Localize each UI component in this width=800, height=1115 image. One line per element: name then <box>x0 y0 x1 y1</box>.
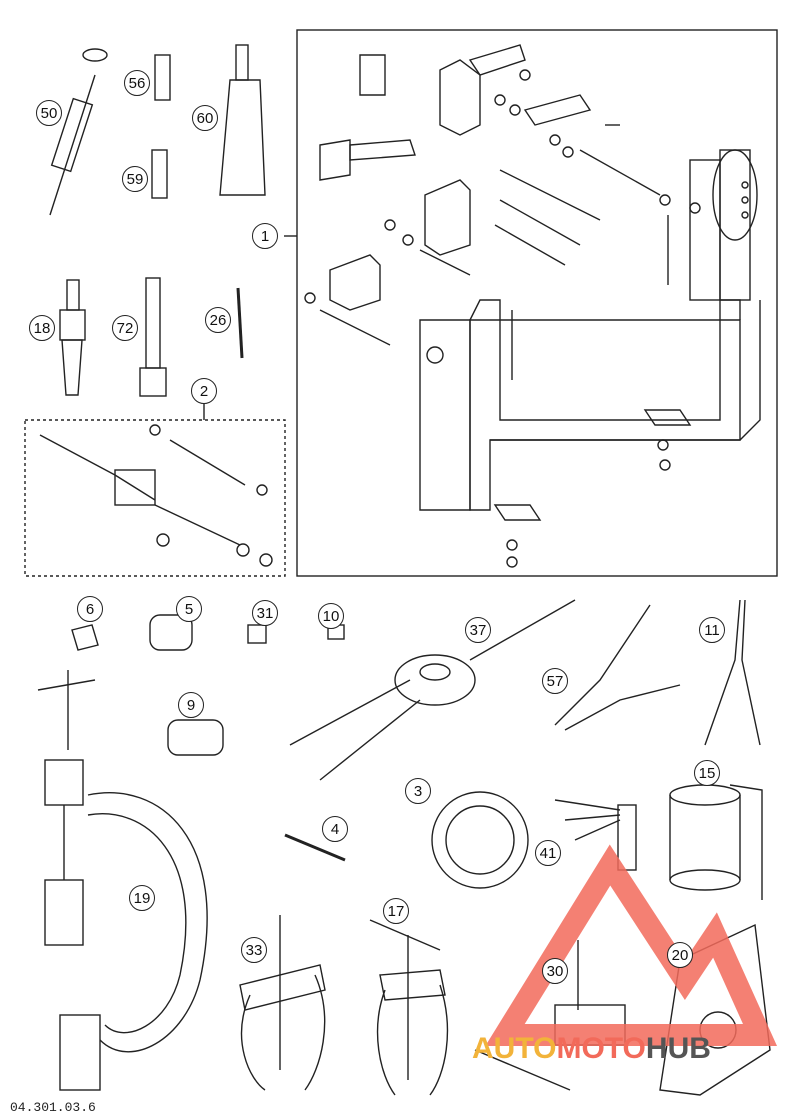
callout-72: 72 <box>112 315 138 341</box>
callout-4: 4 <box>322 816 348 842</box>
callout-11: 11 <box>699 617 725 643</box>
pliers-11 <box>704 599 761 746</box>
callout-5: 5 <box>176 596 202 622</box>
callout-50: 50 <box>36 100 62 126</box>
part-5 <box>149 614 193 651</box>
callout-41: 41 <box>535 840 561 866</box>
watermark-text: AUTOMOTOHUB <box>472 1032 711 1066</box>
watermark-logo <box>485 844 778 1046</box>
tube-60 <box>219 79 266 196</box>
callout-57: 57 <box>542 668 568 694</box>
part-31 <box>247 624 267 644</box>
engine-stand <box>304 44 761 568</box>
callout-9: 9 <box>178 692 204 718</box>
callout-18: 18 <box>29 315 55 341</box>
tube-56 <box>154 54 171 101</box>
syringe-50 <box>49 48 108 216</box>
callout-2: 2 <box>191 378 217 404</box>
allen-set-41 <box>554 799 637 871</box>
puller-18 <box>59 279 86 396</box>
watermark-hub: HUB <box>645 1032 711 1065</box>
tool-72 <box>139 277 167 397</box>
puller-17 <box>369 919 449 1096</box>
part-9 <box>167 719 224 756</box>
callout-26: 26 <box>205 307 231 333</box>
callout-3: 3 <box>405 778 431 804</box>
callout-56: 56 <box>124 70 150 96</box>
tool-37 <box>289 599 576 781</box>
callout-15: 15 <box>694 760 720 786</box>
sprocket-3 <box>431 791 529 889</box>
watermark-moto: MOTO <box>556 1032 646 1065</box>
callout-37: 37 <box>465 617 491 643</box>
watermark-auto: AUTO <box>472 1032 557 1065</box>
callout-10: 10 <box>318 603 344 629</box>
callout-20: 20 <box>667 942 693 968</box>
tool-4 <box>284 833 346 862</box>
callout-30: 30 <box>542 958 568 984</box>
callout-60: 60 <box>192 105 218 131</box>
callout-1: 1 <box>252 223 278 249</box>
tool-2 <box>39 424 273 567</box>
callout-17: 17 <box>383 898 409 924</box>
callout-59: 59 <box>122 166 148 192</box>
pliers-57 <box>554 604 681 731</box>
tube-59 <box>151 149 168 199</box>
ring-compressor-15 <box>669 784 763 900</box>
pin-26 <box>236 287 244 359</box>
callout-33: 33 <box>241 937 267 963</box>
part-6 <box>71 624 99 651</box>
puller-33 <box>239 915 326 1091</box>
press-19 <box>37 670 208 1091</box>
callout-31: 31 <box>252 600 278 626</box>
tool-2-panel <box>24 419 286 577</box>
engine-stand-panel <box>296 29 778 577</box>
callout-19: 19 <box>129 885 155 911</box>
callout-6: 6 <box>77 596 103 622</box>
diagram-code: 04.301.03.6 <box>10 1100 96 1115</box>
